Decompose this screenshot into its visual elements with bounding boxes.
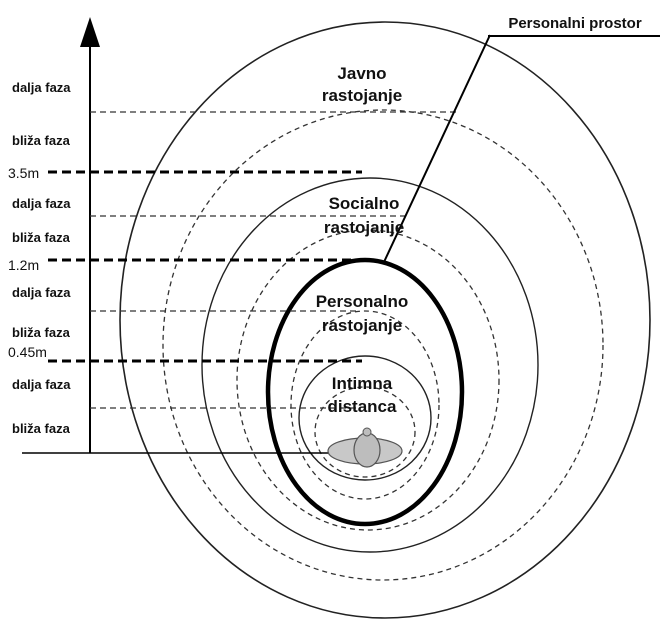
phase-label-public-near: bliža faza bbox=[12, 133, 71, 148]
phase-label-personal-near: bliža faza bbox=[12, 325, 71, 340]
public-zone-label-line1: Javno bbox=[337, 64, 386, 83]
intimate-inner-dashed-ellipse bbox=[314, 386, 416, 478]
phase-label-social-far: dalja faza bbox=[12, 196, 71, 211]
personal-zone-label-line1: Personalno bbox=[316, 292, 409, 311]
phase-label-intimate-near: bliža faza bbox=[12, 421, 71, 436]
title-pointer-line bbox=[383, 34, 491, 263]
phase-label-personal-far: dalja faza bbox=[12, 285, 71, 300]
phase-label-public-far: dalja faza bbox=[12, 80, 71, 95]
phase-label-social-near: bliža faza bbox=[12, 230, 71, 245]
diagram-title: Personalni prostor bbox=[508, 15, 642, 32]
social-zone-label-line2: rastojanje bbox=[324, 218, 404, 237]
intimate-zone-label-line1: Intimna bbox=[332, 374, 393, 393]
phase-label-intimate-far: dalja faza bbox=[12, 377, 71, 392]
intimate-zone-label-line2: distanca bbox=[328, 397, 398, 416]
axis-arrow-head bbox=[80, 17, 100, 47]
public-zone-label-line2: rastojanje bbox=[322, 86, 402, 105]
person-top-view-icon bbox=[327, 427, 403, 468]
social-zone-ellipse bbox=[201, 177, 539, 553]
personal-inner-dashed-ellipse bbox=[290, 310, 440, 500]
personal-zone-label-line2: rastojanje bbox=[322, 316, 402, 335]
distance-label-1-2m: 1.2m bbox=[8, 257, 39, 273]
distance-label-3-5m: 3.5m bbox=[8, 165, 39, 181]
public-inner-dashed-ellipse bbox=[162, 109, 604, 581]
social-inner-dashed-ellipse bbox=[236, 229, 500, 531]
intimate-zone-ellipse bbox=[298, 355, 432, 481]
personal-zone-ellipse bbox=[265, 257, 465, 527]
social-zone-label-line1: Socialno bbox=[329, 194, 400, 213]
distance-label-0-45m: 0.45m bbox=[8, 344, 47, 360]
